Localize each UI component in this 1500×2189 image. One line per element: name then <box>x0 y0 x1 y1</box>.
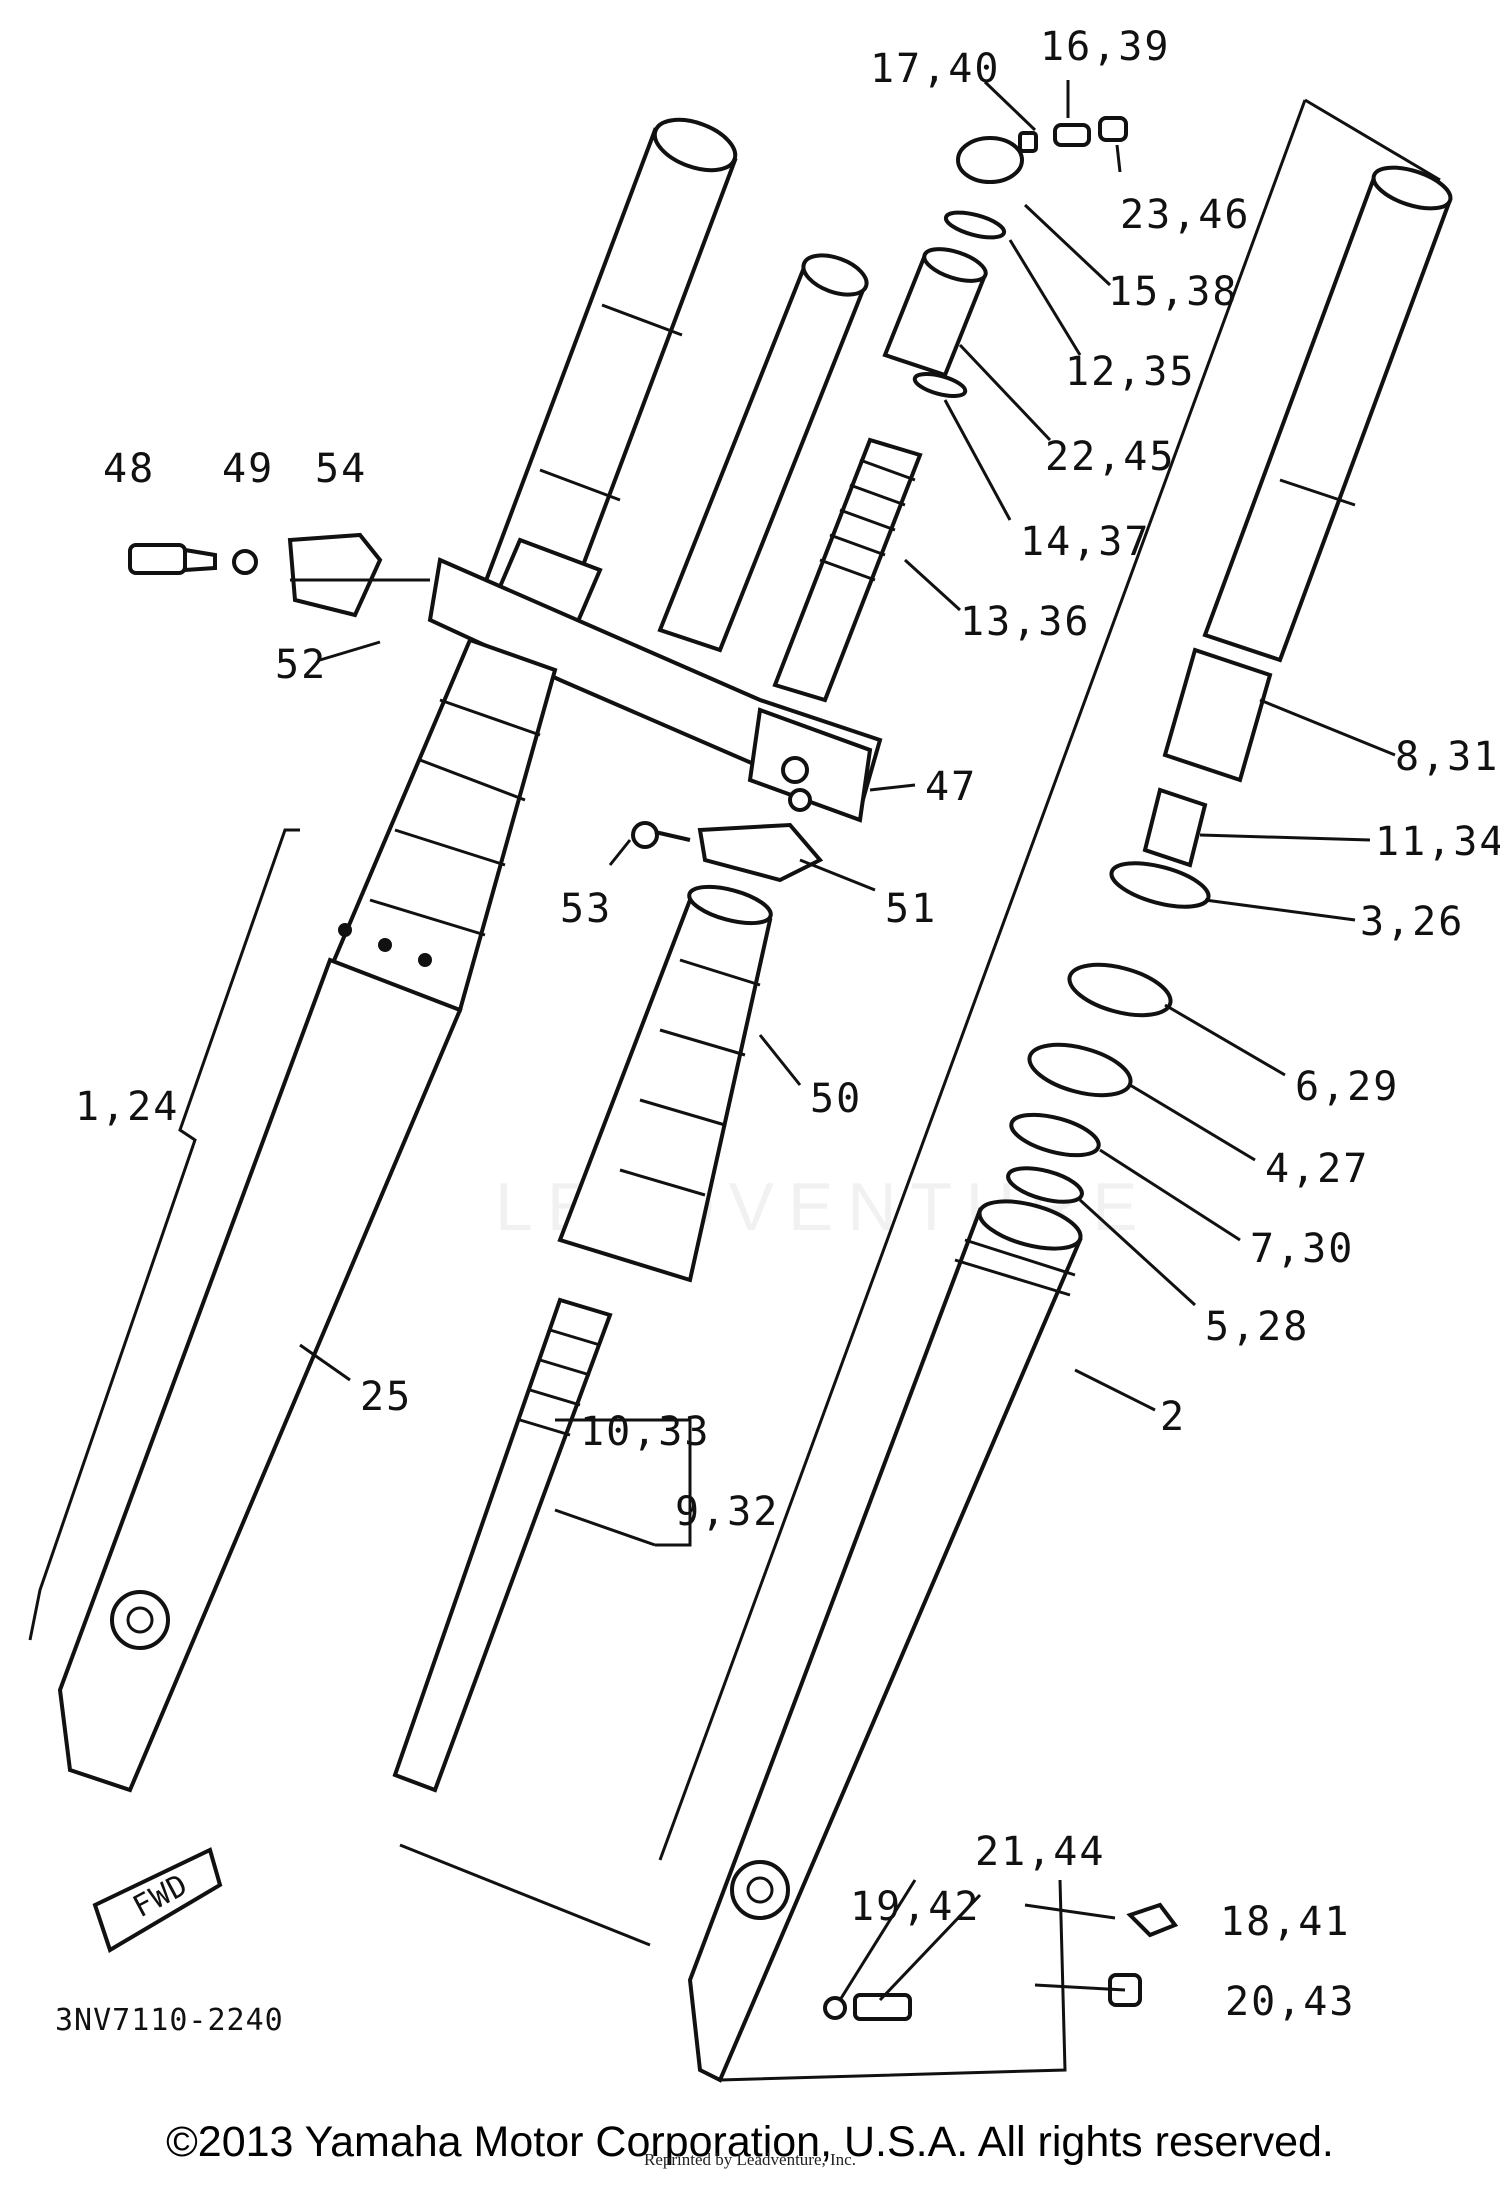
callout-4-27: 4,27 <box>1265 1146 1369 1192</box>
callout-49: 49 <box>222 446 274 492</box>
divider-line <box>658 99 1307 1861</box>
callout-14-37: 14,37 <box>1020 519 1150 565</box>
callout-22-45: 22,45 <box>1045 434 1175 480</box>
divider-line <box>1304 98 1441 182</box>
callout-50: 50 <box>810 1076 862 1122</box>
fwd-arrow-icon: FWD <box>92 1847 223 1953</box>
callout-16-39: 16,39 <box>1040 24 1170 70</box>
right-fork-assembly <box>687 165 1453 2083</box>
callout-2: 2 <box>1160 1394 1186 1440</box>
callout-17-40: 17,40 <box>870 46 1000 92</box>
copyright-notice: ©2013 Yamaha Motor Corporation, U.S.A. A… <box>166 2118 1334 2166</box>
caliper-bolt-parts <box>128 532 383 618</box>
callout-19-42: 19,42 <box>850 1884 980 1930</box>
callout-3-26: 3,26 <box>1360 899 1464 945</box>
callout-53: 53 <box>560 886 612 932</box>
callout-6-29: 6,29 <box>1295 1064 1399 1110</box>
middle-fork-internals <box>392 116 1128 1793</box>
callout-7-30: 7,30 <box>1250 1226 1354 1272</box>
bracket-line <box>719 1879 1067 2082</box>
callout-23-46: 23,46 <box>1120 192 1250 238</box>
callout-21-44: 21,44 <box>975 1829 1105 1875</box>
callout-labels: 17,40 16,39 23,46 15,38 12,35 22,45 14,3… <box>75 24 1500 2025</box>
drain-screws <box>823 1902 1179 2021</box>
callout-9-32: 9,32 <box>675 1489 779 1535</box>
reprint-notice: Reprinted by Leadventure, Inc. <box>644 2150 856 2169</box>
bracket-line <box>28 828 300 1641</box>
leader-lines <box>290 80 1396 2002</box>
callout-11-34: 11,34 <box>1375 819 1500 865</box>
callout-10-33: 10,33 <box>580 1409 710 1455</box>
callout-13-36: 13,36 <box>960 599 1090 645</box>
callout-5-28: 5,28 <box>1205 1304 1309 1350</box>
callout-54: 54 <box>315 446 367 492</box>
callout-1-24: 1,24 <box>75 1084 179 1130</box>
left-fork-assembly <box>57 117 883 1793</box>
callout-48: 48 <box>103 446 155 492</box>
callout-12-35: 12,35 <box>1065 349 1195 395</box>
callout-15-38: 15,38 <box>1108 269 1238 315</box>
callout-18-41: 18,41 <box>1220 1899 1350 1945</box>
callout-8-31: 8,31 <box>1395 734 1499 780</box>
callout-52: 52 <box>275 642 327 688</box>
callout-47: 47 <box>925 764 977 810</box>
callout-51: 51 <box>885 886 937 932</box>
diagram-part-code: 3NV7110-2240 <box>55 2003 284 2038</box>
callout-25: 25 <box>360 1374 412 1420</box>
callout-20-43: 20,43 <box>1225 1979 1355 2025</box>
